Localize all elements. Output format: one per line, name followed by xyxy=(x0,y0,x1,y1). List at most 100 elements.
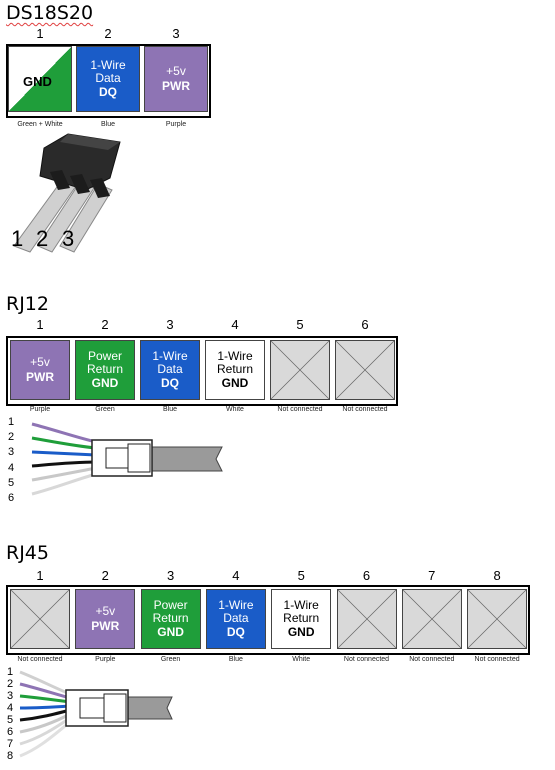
rj45-cable-wire-8: 8 xyxy=(7,750,14,762)
ds18s20-pin-number-1: 1 xyxy=(36,26,44,41)
rj12-pin-number-1: 1 xyxy=(36,317,44,332)
rj12-pin-1-wire-color: Purple xyxy=(29,406,51,413)
ds18s20-pin-3-function: PWR xyxy=(162,79,190,93)
rj45-cable-wire-6: 6 xyxy=(7,726,14,738)
not-connected-cross-icon xyxy=(337,590,396,648)
ds18s20-leg-1: 1 xyxy=(11,226,24,251)
rj12-pin-4-label-line: 1-Wire xyxy=(217,349,253,364)
ds18s20-pin-1-function: GND xyxy=(23,74,52,89)
rj12-cable-wire-1: 1 xyxy=(8,416,15,428)
rj45-pin-8-cell xyxy=(467,589,528,649)
rj45-pin-8-wire-color: Not connected xyxy=(474,656,520,663)
rj45-pin-3-label-line: Power xyxy=(153,598,188,613)
rj45-pin-5-label-line: Return xyxy=(283,610,320,625)
rj12-pin-number-5: 5 xyxy=(296,317,304,332)
not-connected-cross-icon xyxy=(468,590,527,648)
rj45-pin-number-6: 6 xyxy=(362,568,371,583)
rj45-pin-3-function: GND xyxy=(157,625,184,640)
rj12-pin-4-label-line: Return xyxy=(216,361,254,376)
rj12-pin-2-function: GND xyxy=(91,376,119,391)
ds18s20-title: DS18S20 xyxy=(6,2,94,24)
rj45-cable-wire-3: 3 xyxy=(7,690,14,702)
rj45-pin-number-4: 4 xyxy=(232,568,240,583)
rj45-pin-number-3: 3 xyxy=(166,568,175,583)
rj12-pin-1-label-line: +5v xyxy=(30,355,50,370)
rj45-cable-wire-2: 2 xyxy=(7,678,14,690)
rj12-pin-5-wire-color: Not connected xyxy=(277,406,323,413)
rj45-pin-number-7: 7 xyxy=(428,568,436,583)
rj45-pin-number-2: 2 xyxy=(101,568,109,583)
rj12-cable-wire-5: 5 xyxy=(8,476,15,489)
ds18s20-pin-2-label-line: 1-Wire xyxy=(90,58,126,73)
rj45-pin-3-label-line: Return xyxy=(152,610,189,625)
rj45-pin-5-function: GND xyxy=(287,625,315,640)
rj12-pin-2-label-line: Power xyxy=(87,349,122,364)
rj45-pin-1-cell xyxy=(10,589,70,649)
ds18s20-pin-2-wire-color: Blue xyxy=(100,121,115,128)
rj45-pin-1-wire-color: Not connected xyxy=(17,656,63,663)
ds18s20-leg-2: 2 xyxy=(36,226,49,251)
not-connected-cross-icon xyxy=(336,341,394,399)
rj45-cable-wire-1: 1 xyxy=(7,666,14,678)
rj12-pin-3-wire-color: Blue xyxy=(162,406,177,413)
rj12-pin-6-cell xyxy=(335,340,395,400)
rj45-pin-4-function: DQ xyxy=(226,625,245,640)
ds18s20-leg-3: 3 xyxy=(62,226,75,251)
rj45-pin-5-wire-color: White xyxy=(292,656,311,663)
rj45-pin-6-wire-color: Not connected xyxy=(343,656,390,663)
rj12-pin-number-4: 4 xyxy=(231,317,239,332)
rj45-cable-wire-4: 4 xyxy=(7,702,14,714)
rj45-title: RJ45 xyxy=(6,542,49,564)
rj45-pin-2-wire-color: Purple xyxy=(95,656,116,663)
rj12-pin-3-function: DQ xyxy=(161,376,179,391)
rj12-cable-wire-4: 4 xyxy=(8,461,15,474)
rj45-pin-7-wire-color: Not connected xyxy=(409,656,455,663)
rj45-cable-wire-7: 7 xyxy=(7,738,14,750)
rj12-pin-number-3: 3 xyxy=(166,317,174,332)
ds18s20-pin-2-label-line: Data xyxy=(95,70,121,85)
rj45-pin-2-function: PWR xyxy=(91,619,120,633)
ds18s20-pin-number-3: 3 xyxy=(172,26,180,41)
rj45-pin-4-wire-color: Blue xyxy=(228,656,243,663)
rj45-pin-number-1: 1 xyxy=(36,568,44,583)
rj12-pin-3-label-line: Data xyxy=(157,361,183,376)
rj12-pin-number-2: 2 xyxy=(101,317,109,332)
ds18s20-pin-1-cell: GND xyxy=(8,46,72,112)
rj12-cable-wire-3: 3 xyxy=(8,446,15,459)
ds18s20-pin-3-label-line: +5v xyxy=(166,64,186,79)
rj12-pin-2-wire-color: Green xyxy=(95,406,115,413)
not-connected-cross-icon xyxy=(11,590,69,648)
rj45-pin-5-label-line: 1-Wire xyxy=(283,598,319,613)
rj12-pin-3-label-line: 1-Wire xyxy=(152,349,188,364)
rj45-pin-4-label-line: Data xyxy=(223,610,249,625)
rj12-pin-number-6: 6 xyxy=(361,317,369,332)
rj45-pin-number-8: 8 xyxy=(493,568,501,583)
rj45-pin-number-5: 5 xyxy=(297,568,305,583)
rj45-cable-wire-5: 5 xyxy=(7,714,14,726)
not-connected-cross-icon xyxy=(402,590,461,648)
rj45-pin-7-cell xyxy=(401,589,462,649)
rj45-pin-6-cell xyxy=(336,589,397,649)
not-connected-cross-icon xyxy=(271,341,329,399)
rj12-pin-5-cell xyxy=(270,340,330,400)
rj12-pin-4-wire-color: White xyxy=(226,406,244,413)
rj12-pin-4-function: GND xyxy=(221,376,249,391)
rj45-pin-2-label-line: +5v xyxy=(95,604,116,619)
rj12-pin-2-label-line: Return xyxy=(86,361,124,376)
ds18s20-pin-2-function: DQ xyxy=(99,85,117,100)
rj12-pin-1-function: PWR xyxy=(26,370,54,384)
rj12-pin-6-wire-color: Not connected xyxy=(342,406,388,413)
rj45-pin-3-wire-color: Green xyxy=(160,656,181,663)
rj45-pin-4-label-line: 1-Wire xyxy=(218,598,254,613)
rj12-pinout-panel xyxy=(6,336,398,406)
